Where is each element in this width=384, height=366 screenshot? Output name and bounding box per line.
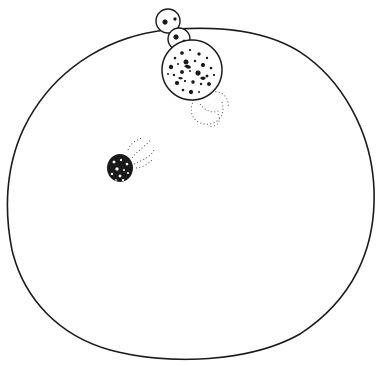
maternal-pronucleus — [162, 40, 222, 100]
sperm-head-pronucleus — [107, 154, 133, 182]
